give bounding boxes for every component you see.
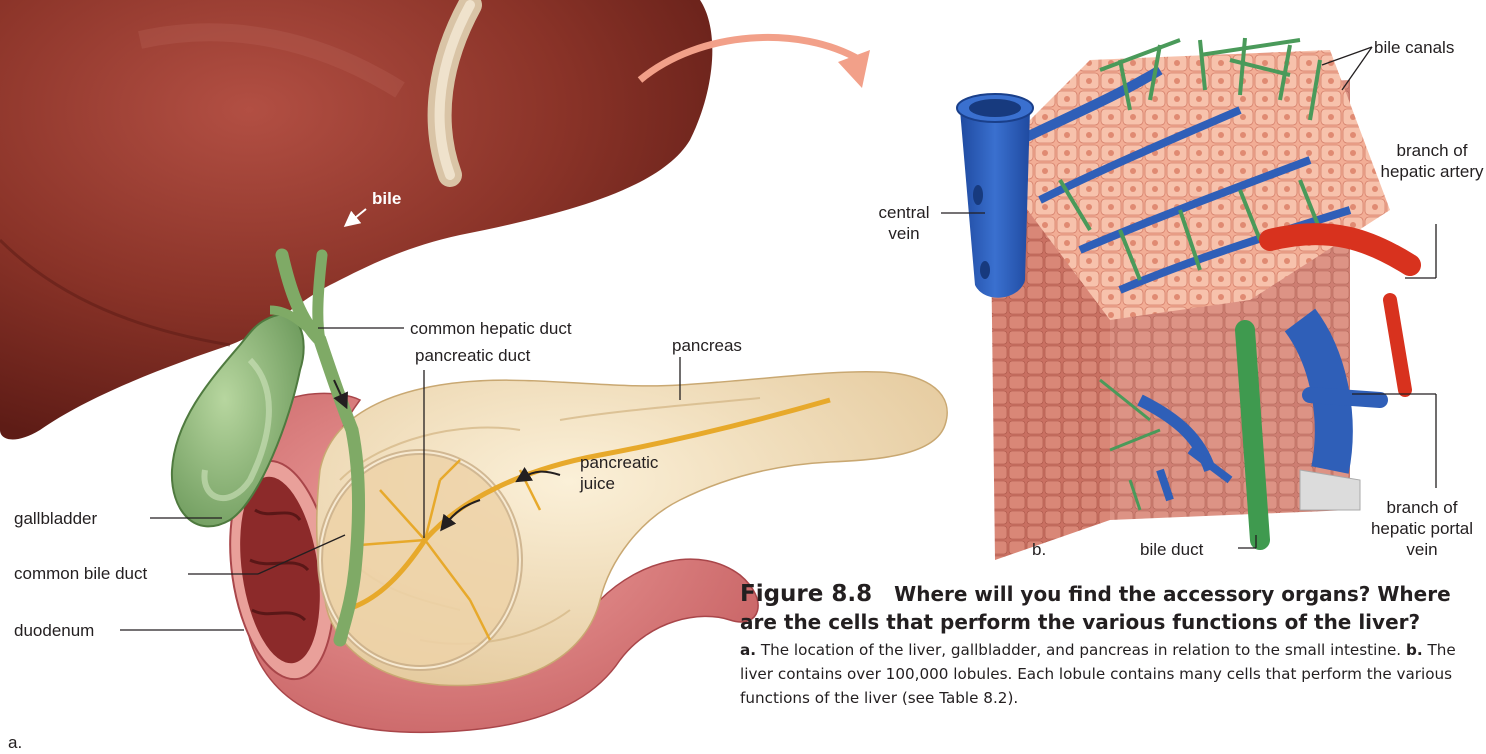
label-duodenum: duodenum — [14, 620, 94, 641]
figure-number: Figure 8.8 — [740, 581, 872, 607]
liver-shape — [0, 0, 712, 439]
lobule-block — [990, 38, 1410, 560]
caption-a-marker: a. — [740, 641, 756, 659]
label-bile: bile — [372, 188, 401, 209]
label-gallbladder: gallbladder — [14, 508, 97, 529]
caption-b-marker: b. — [1406, 641, 1423, 659]
central-vein-shape — [957, 94, 1033, 298]
label-central-vein: central vein — [868, 202, 940, 244]
label-common-hepatic-duct: common hepatic duct — [410, 318, 572, 339]
label-pancreatic-juice: pancreatic juice — [580, 452, 690, 494]
label-common-bile-duct: common bile duct — [14, 563, 147, 584]
caption-a-text: The location of the liver, gallbladder, … — [761, 641, 1401, 659]
label-pancreas: pancreas — [672, 335, 742, 356]
label-bile-duct: bile duct — [1140, 539, 1203, 560]
label-bile-canals: bile canals — [1374, 37, 1454, 58]
label-branch-of-hepatic-portal-vein: branch of hepatic portal vein — [1360, 497, 1484, 560]
panel-a-letter: a. — [8, 732, 22, 753]
caption-body: a. The location of the liver, gallbladde… — [740, 638, 1480, 710]
label-branch-of-hepatic-artery: branch of hepatic artery — [1376, 140, 1486, 182]
panel-b-letter: b. — [1032, 539, 1046, 560]
label-pancreatic-duct: pancreatic duct — [415, 345, 530, 366]
